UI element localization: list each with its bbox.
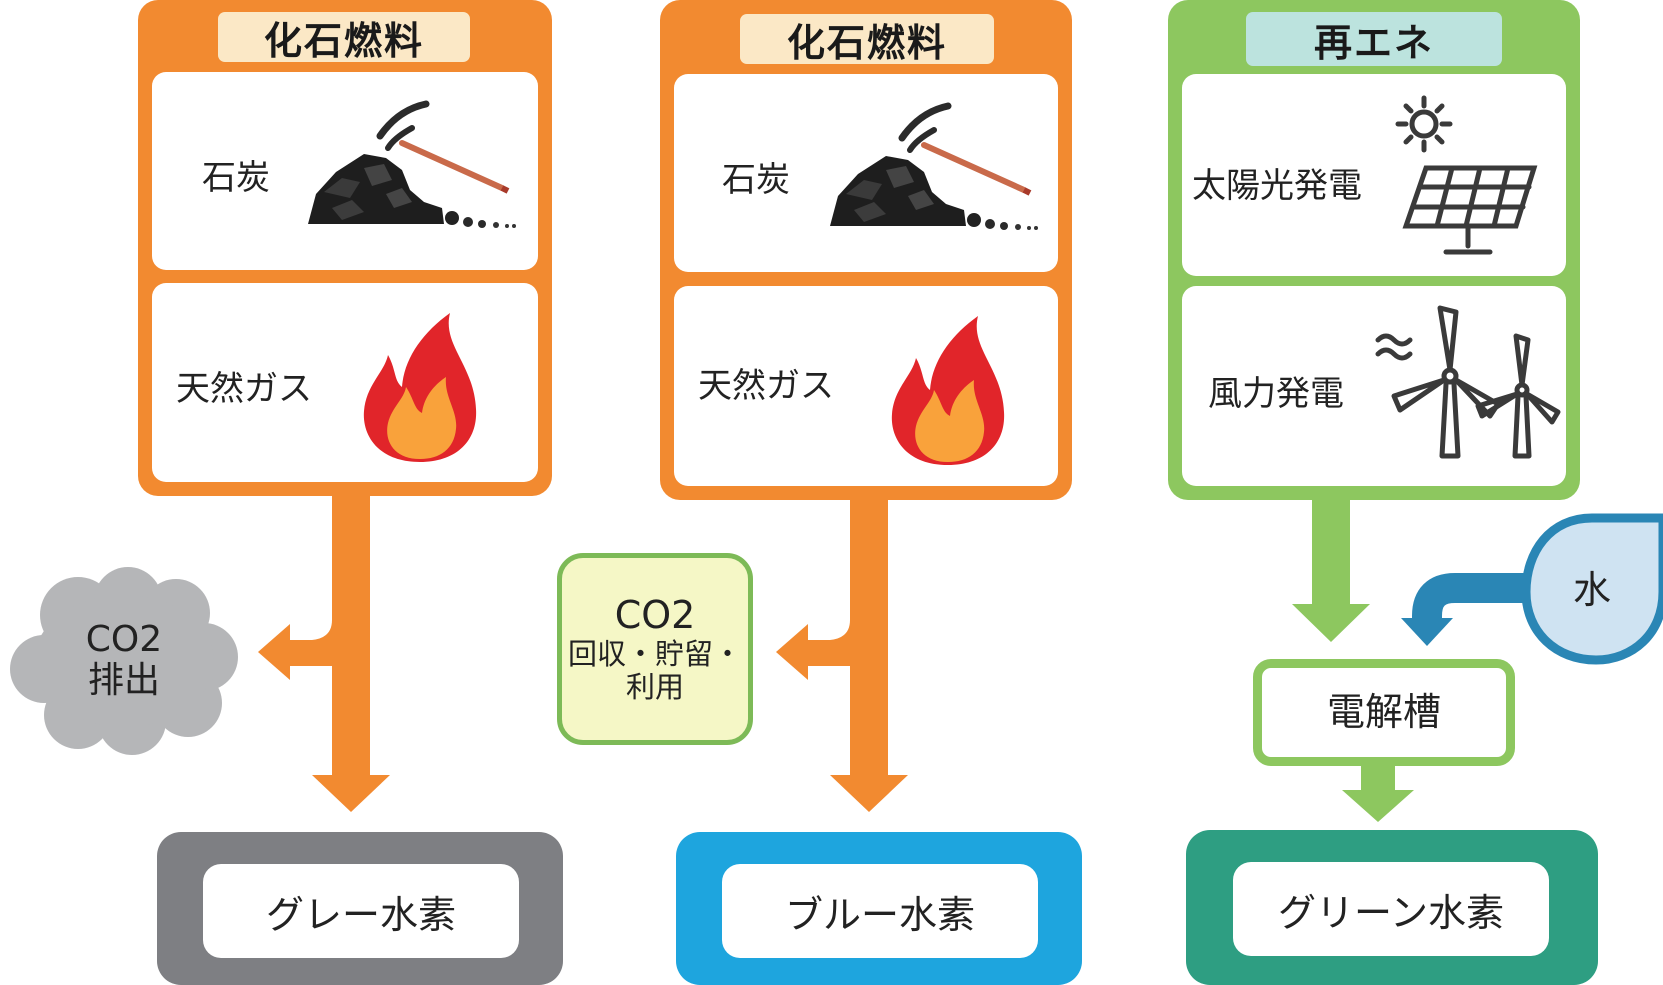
coal-pickaxe-icon bbox=[308, 100, 516, 228]
gray-flow-arrow bbox=[258, 480, 390, 812]
water-flow-arrow bbox=[1401, 573, 1545, 646]
water-label: 水 bbox=[1572, 568, 1611, 613]
water-drop: 水 bbox=[1520, 510, 1663, 668]
flame-icon bbox=[891, 316, 1005, 465]
wind-panel: 風力発電 bbox=[1182, 286, 1566, 486]
source-header: 再エネ bbox=[1246, 12, 1502, 66]
coal-pickaxe-icon bbox=[830, 102, 1038, 230]
blue-hydrogen-label: ブルー水素 bbox=[722, 864, 1038, 958]
flame-icon bbox=[363, 313, 477, 462]
ccus-text-line-2: 回収・貯留・ bbox=[567, 636, 742, 671]
solar-panel: 太陽光発電 bbox=[1182, 74, 1566, 276]
fossil-source-box-gray: 化石燃料 石炭 天然ガス bbox=[138, 0, 552, 496]
solar-label: 太陽光発電 bbox=[1192, 166, 1362, 206]
ccus-text-line-3: 利用 bbox=[625, 669, 684, 704]
natural-gas-label: 天然ガス bbox=[176, 369, 312, 409]
co2-emission-cloud: CO2 排出 bbox=[8, 565, 240, 755]
electrolyzer-box: 電解槽 bbox=[1253, 659, 1515, 766]
wind-turbine-icon bbox=[1375, 305, 1561, 459]
source-header: 化石燃料 bbox=[740, 14, 994, 65]
water-drop-shape bbox=[1521, 513, 1663, 665]
ccus-text-line-1: CO2 bbox=[614, 592, 696, 637]
coal-panel: 石炭 bbox=[152, 72, 538, 270]
ccus-box: CO2 回収・貯留・ 利用 bbox=[557, 553, 753, 745]
coal-label: 石炭 bbox=[722, 160, 790, 200]
renewable-source-box: 再エネ 太陽光発電 bbox=[1168, 0, 1580, 500]
gray-hydrogen-label: グレー水素 bbox=[203, 864, 519, 958]
natural-gas-panel: 天然ガス bbox=[152, 283, 538, 482]
renewable-flow-arrow bbox=[1292, 492, 1370, 642]
green-hydrogen-box: グリーン水素 bbox=[1186, 830, 1598, 985]
coal-panel: 石炭 bbox=[674, 74, 1058, 272]
co2-emission-text-line-1: CO2 bbox=[85, 618, 163, 660]
blue-hydrogen-box: ブルー水素 bbox=[676, 832, 1082, 985]
source-header: 化石燃料 bbox=[218, 12, 470, 63]
fossil-source-box-blue: 化石燃料 石炭 天然ガス bbox=[660, 0, 1072, 500]
gray-hydrogen-box: グレー水素 bbox=[157, 832, 563, 985]
natural-gas-label: 天然ガス bbox=[698, 366, 834, 406]
electrolyzer-flow-arrow bbox=[1342, 764, 1414, 822]
solar-panel-icon bbox=[1395, 95, 1538, 255]
cloud-shape bbox=[10, 567, 238, 755]
blue-flow-arrow bbox=[776, 480, 908, 812]
wind-label: 風力発電 bbox=[1208, 374, 1344, 414]
green-hydrogen-label: グリーン水素 bbox=[1233, 862, 1549, 956]
co2-emission-text-line-2: 排出 bbox=[87, 660, 160, 701]
natural-gas-panel: 天然ガス bbox=[674, 286, 1058, 486]
coal-label: 石炭 bbox=[202, 158, 270, 198]
